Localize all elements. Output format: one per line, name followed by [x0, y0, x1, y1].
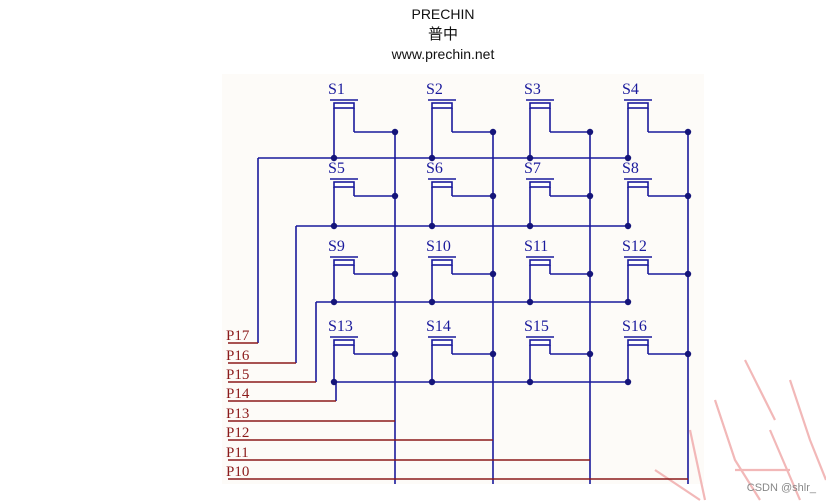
switch-label: S16 [622, 318, 647, 335]
pin-label: P13 [226, 406, 249, 422]
switch-label: S5 [328, 160, 345, 177]
switch-body [627, 259, 649, 266]
junction-dot [391, 128, 399, 136]
csdn-credit: CSDN @shlr_ [746, 482, 816, 494]
junction-dot [489, 192, 497, 200]
schematic-panel [222, 74, 704, 484]
junction-dot [586, 350, 594, 358]
switch-body [333, 102, 355, 109]
switch-body [627, 181, 649, 188]
junction-dot [391, 350, 399, 358]
junction-dot [624, 298, 632, 306]
pin-label: P17 [226, 328, 250, 344]
watermark-stroke [744, 359, 776, 421]
switch-label: S10 [426, 238, 451, 255]
header: PRECHIN 普中 www.prechin.net [0, 4, 826, 64]
brand-name: PRECHIN [411, 6, 475, 22]
switch-label: S6 [426, 160, 443, 177]
junction-dot [586, 128, 594, 136]
pin-label: P15 [226, 367, 249, 383]
junction-dot [624, 378, 632, 386]
switch-body [333, 181, 355, 188]
switch-body [529, 181, 551, 188]
switch-body [431, 339, 453, 346]
junction-dot [586, 270, 594, 278]
junction-dot [526, 154, 534, 162]
switch-body [333, 339, 355, 346]
switch-body [529, 259, 551, 266]
switch-body [627, 339, 649, 346]
junction-dot [391, 270, 399, 278]
switch-body [431, 102, 453, 109]
switch-label: S14 [426, 318, 451, 335]
watermark-stroke [768, 429, 802, 501]
pin-label: P10 [226, 464, 249, 480]
junction-dot [526, 378, 534, 386]
switch-label: S15 [524, 318, 549, 335]
junction-dot [330, 154, 338, 162]
pin-label: P16 [226, 348, 250, 364]
switch-body [431, 181, 453, 188]
switch-body [529, 102, 551, 109]
junction-dot [489, 350, 497, 358]
switch-body [431, 259, 453, 266]
junction-dot [330, 298, 338, 306]
junction-dot [391, 192, 399, 200]
switch-body [529, 339, 551, 346]
junction-dot [684, 128, 692, 136]
switch-label: S4 [622, 81, 639, 98]
switch-label: S13 [328, 318, 353, 335]
junction-dot [489, 270, 497, 278]
watermark-stroke [654, 469, 701, 501]
pin-label: P11 [226, 445, 249, 461]
switch-body [333, 259, 355, 266]
junction-dot [330, 378, 338, 386]
watermark [654, 359, 826, 501]
switch-label: S7 [524, 160, 541, 177]
junction-dot [624, 154, 632, 162]
switch-label: S9 [328, 238, 345, 255]
junction-dot [586, 192, 594, 200]
switch-label: S8 [622, 160, 639, 177]
wires [257, 108, 689, 484]
junction-dot [684, 192, 692, 200]
junction-dot [526, 298, 534, 306]
junction-dot [624, 222, 632, 230]
junction-dot [684, 350, 692, 358]
watermark-stroke [688, 429, 707, 501]
junction-dot [330, 222, 338, 230]
junction-dot [428, 154, 436, 162]
switch-label: S12 [622, 238, 647, 255]
junction-dot [428, 222, 436, 230]
watermark-stroke [713, 399, 761, 501]
switch-label: S3 [524, 81, 541, 98]
junction-dot [428, 298, 436, 306]
pin-label: P14 [226, 386, 250, 402]
brand-name-cn: 普中 [427, 25, 458, 43]
switch-label: S1 [328, 81, 345, 98]
switch-label: S2 [426, 81, 443, 98]
brand-url: www.prechin.net [391, 46, 495, 62]
watermark-stroke [788, 379, 826, 481]
junction-dot [526, 222, 534, 230]
switch-label: S11 [524, 238, 548, 255]
pin-label: P12 [226, 425, 249, 441]
junction-dot [684, 270, 692, 278]
switch-body [627, 102, 649, 109]
junction-dot [489, 128, 497, 136]
junction-dot [428, 378, 436, 386]
junction-dots [330, 128, 692, 386]
